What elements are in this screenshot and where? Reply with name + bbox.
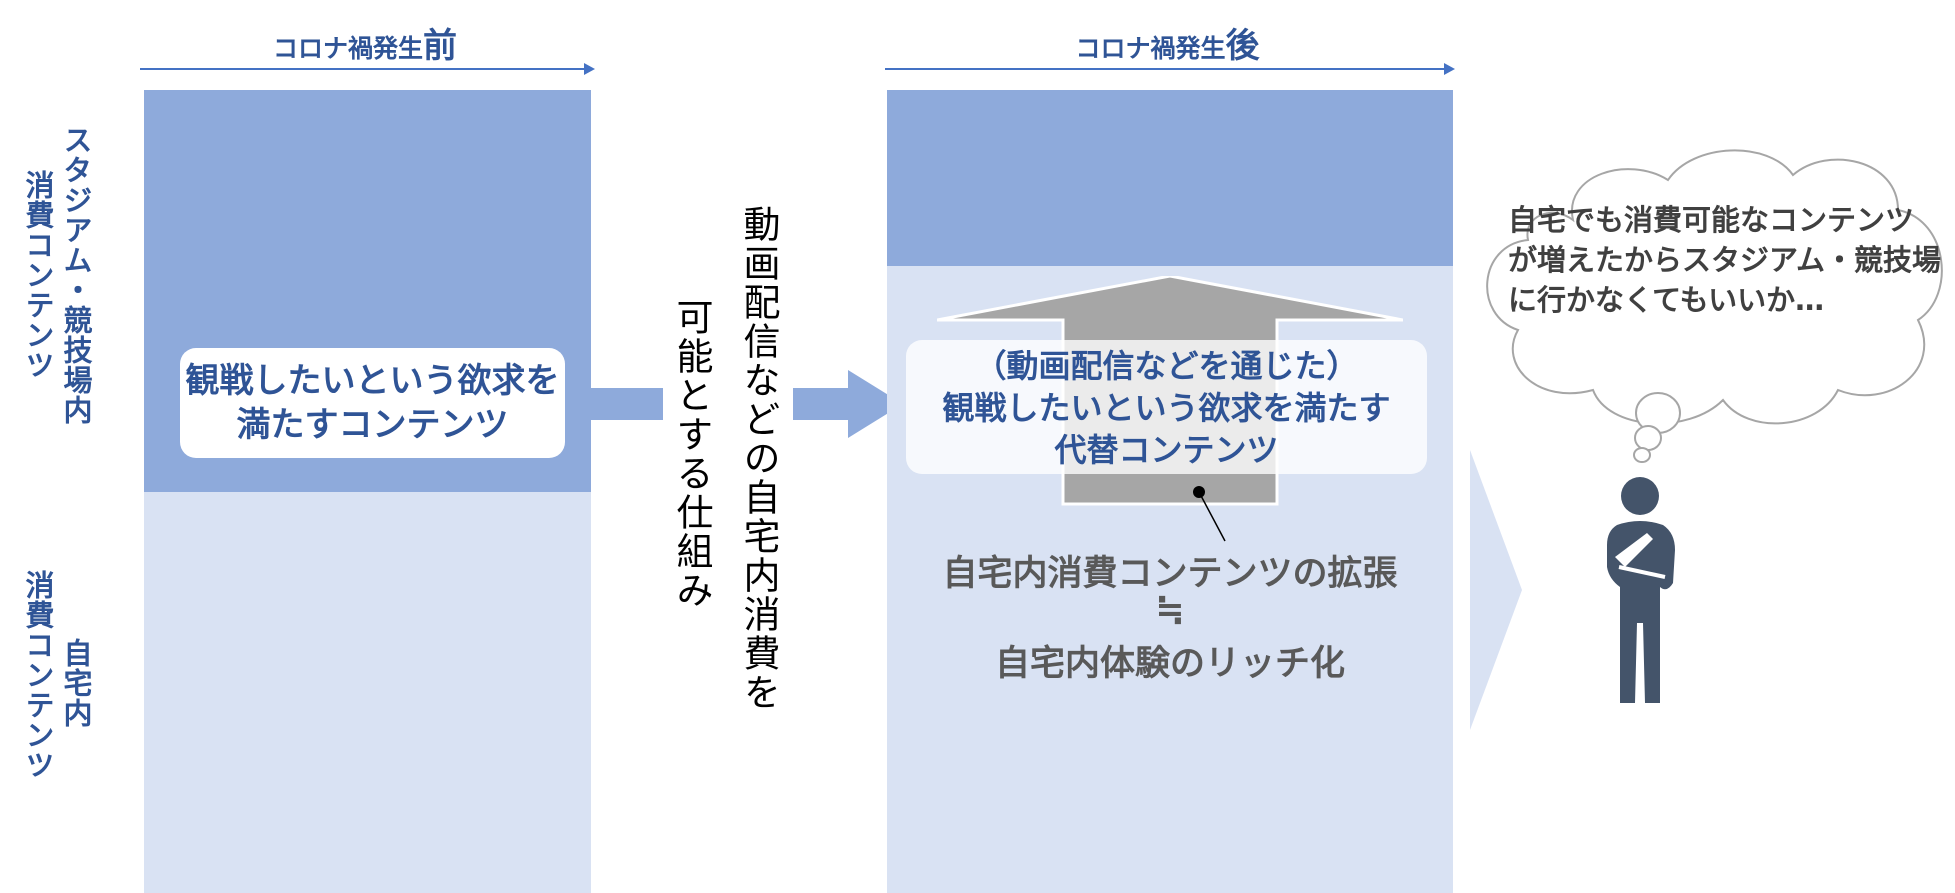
- before-home-area: [144, 492, 591, 893]
- callout-leader: [1193, 486, 1226, 542]
- before-content-line2: 満たすコンテンツ: [236, 405, 509, 445]
- after-content-box: （動画配信などを通じた） 観戦したいという欲求を満たす 代替コンテンツ: [906, 340, 1427, 474]
- mechanism-text-line1: 動画配信などの自宅内消費を: [737, 205, 780, 712]
- before-phase-header: コロナ禍発生前: [140, 18, 590, 67]
- after-stadium-area: [887, 90, 1453, 266]
- before-content-box: 観戦したいという欲求を 満たすコンテンツ: [180, 348, 565, 458]
- mechanism-text-line2: 可能とする仕組み: [670, 298, 713, 610]
- before-phase-emph: 前: [423, 26, 457, 66]
- person-thinking-icon: [1607, 477, 1675, 703]
- after-content-line3: 代替コンテンツ: [1054, 431, 1279, 469]
- thought-line2: が増えたからスタジアム・競技場: [1508, 243, 1941, 277]
- after-content-line2: 観戦したいという欲求を満たす: [942, 389, 1391, 427]
- right-arrow-icon: [793, 370, 903, 438]
- before-content-line1: 観戦したいという欲求を: [185, 361, 560, 401]
- after-phase-header: コロナ禍発生後: [885, 18, 1450, 67]
- row-label-home: 自宅内: [59, 638, 93, 728]
- connector-bar: [565, 388, 663, 420]
- thought-line1: 自宅でも消費可能なコンテンツ: [1508, 203, 1915, 237]
- row-label-home-sub: 消費コンテンツ: [21, 570, 55, 780]
- row-label-stadium: スタジアム・競技場内: [59, 125, 93, 425]
- before-timeline-line: [140, 68, 585, 70]
- thought-line3: に行かなくてもいいか…: [1508, 283, 1825, 317]
- thought-cloud-icon: [1486, 149, 1943, 463]
- expansion-line2: 自宅内体験のリッチ化: [994, 644, 1345, 684]
- expansion-symbol: ≒: [1155, 590, 1185, 630]
- row-label-stadium-sub: 消費コンテンツ: [21, 170, 55, 380]
- thought-text: 自宅でも消費可能なコンテンツ が増えたからスタジアム・競技場 に行かなくてもいい…: [1508, 200, 1948, 320]
- before-timeline-arrowhead: [584, 63, 595, 75]
- after-timeline-arrowhead: [1444, 63, 1455, 75]
- after-phase-prefix: コロナ禍発生: [1075, 34, 1226, 63]
- expansion-line1: 自宅内消費コンテンツの拡張: [942, 554, 1398, 594]
- after-timeline-line: [885, 68, 1445, 70]
- after-phase-emph: 後: [1225, 26, 1260, 66]
- after-content-line1: （動画配信などを通じた）: [974, 347, 1359, 385]
- before-phase-prefix: コロナ禍発生: [272, 34, 423, 63]
- chevron-arrow-icon: [1470, 450, 1522, 730]
